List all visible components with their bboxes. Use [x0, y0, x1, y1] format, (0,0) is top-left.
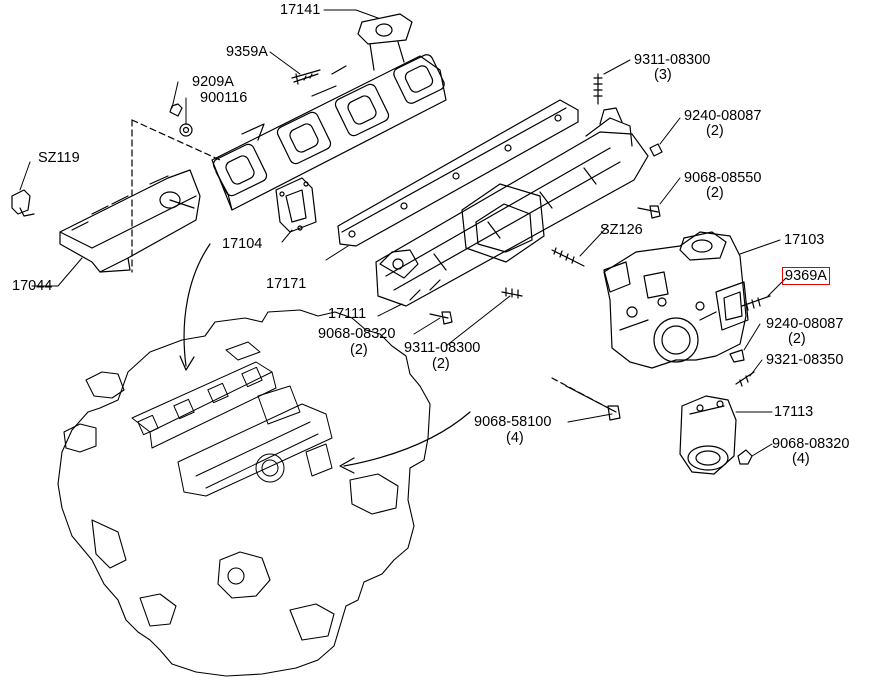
qty-9068-08320-left: (2) [350, 342, 368, 358]
qty-9311-08300-bottom: (2) [432, 356, 450, 372]
studs-bolts [429, 73, 771, 465]
intake-gasket [337, 99, 579, 247]
callout-SZ126[interactable]: SZ126 [600, 222, 643, 238]
heat-shield [59, 119, 221, 273]
qty-9311-08300-top: (3) [654, 67, 672, 83]
qty-9068-58100: (4) [506, 430, 524, 446]
callout-9240-08087-top[interactable]: 9240-08087 [684, 108, 762, 124]
callout-9068-58100[interactable]: 9068-58100 [474, 414, 552, 430]
callout-9068-08320-left[interactable]: 9068-08320 [318, 326, 396, 342]
exhaust-manifold [211, 13, 447, 211]
callout-900116[interactable]: 900116 [200, 90, 248, 106]
callout-9369A-highlighted[interactable]: 9369A [782, 267, 830, 285]
callout-17111[interactable]: 17111 [328, 306, 367, 322]
callout-17044[interactable]: 17044 [12, 278, 53, 294]
qty-9240-08087-right: (2) [788, 331, 806, 347]
callout-17171[interactable]: 17171 [266, 276, 307, 292]
callout-9311-08300-bottom[interactable]: 9311-08300 [404, 340, 481, 356]
fasteners-left [11, 69, 321, 217]
callout-9240-08087-right[interactable]: 9240-08087 [766, 316, 844, 332]
assembled-manifold-preview [131, 341, 333, 497]
callout-SZ119[interactable]: SZ119 [38, 150, 80, 166]
qty-9068-08320-right: (4) [792, 451, 810, 467]
engine-outline [57, 309, 431, 677]
callout-17104[interactable]: 17104 [222, 236, 263, 252]
intake-manifold [375, 107, 649, 307]
gasket-17104 [275, 177, 317, 233]
qty-9068-08550: (2) [706, 185, 724, 201]
callout-9068-08550[interactable]: 9068-08550 [684, 170, 762, 186]
callout-9209A[interactable]: 9209A [192, 74, 234, 90]
callout-9311-08300-top[interactable]: 9311-08300 [634, 52, 711, 68]
callout-9359A[interactable]: 9359A [226, 44, 268, 60]
callout-9321-08350[interactable]: 9321-08350 [766, 352, 844, 368]
callout-9068-08320-right[interactable]: 9068-08320 [772, 436, 850, 452]
callout-17103[interactable]: 17103 [784, 232, 825, 248]
leader-lines [19, 9, 787, 457]
callout-17113[interactable]: 17113 [774, 404, 814, 420]
assembly-arrows [179, 243, 471, 474]
callout-17141[interactable]: 17141 [280, 2, 321, 18]
qty-9240-08087-top: (2) [706, 123, 724, 139]
throttle-body [603, 231, 749, 369]
elbow-17113 [679, 395, 737, 475]
